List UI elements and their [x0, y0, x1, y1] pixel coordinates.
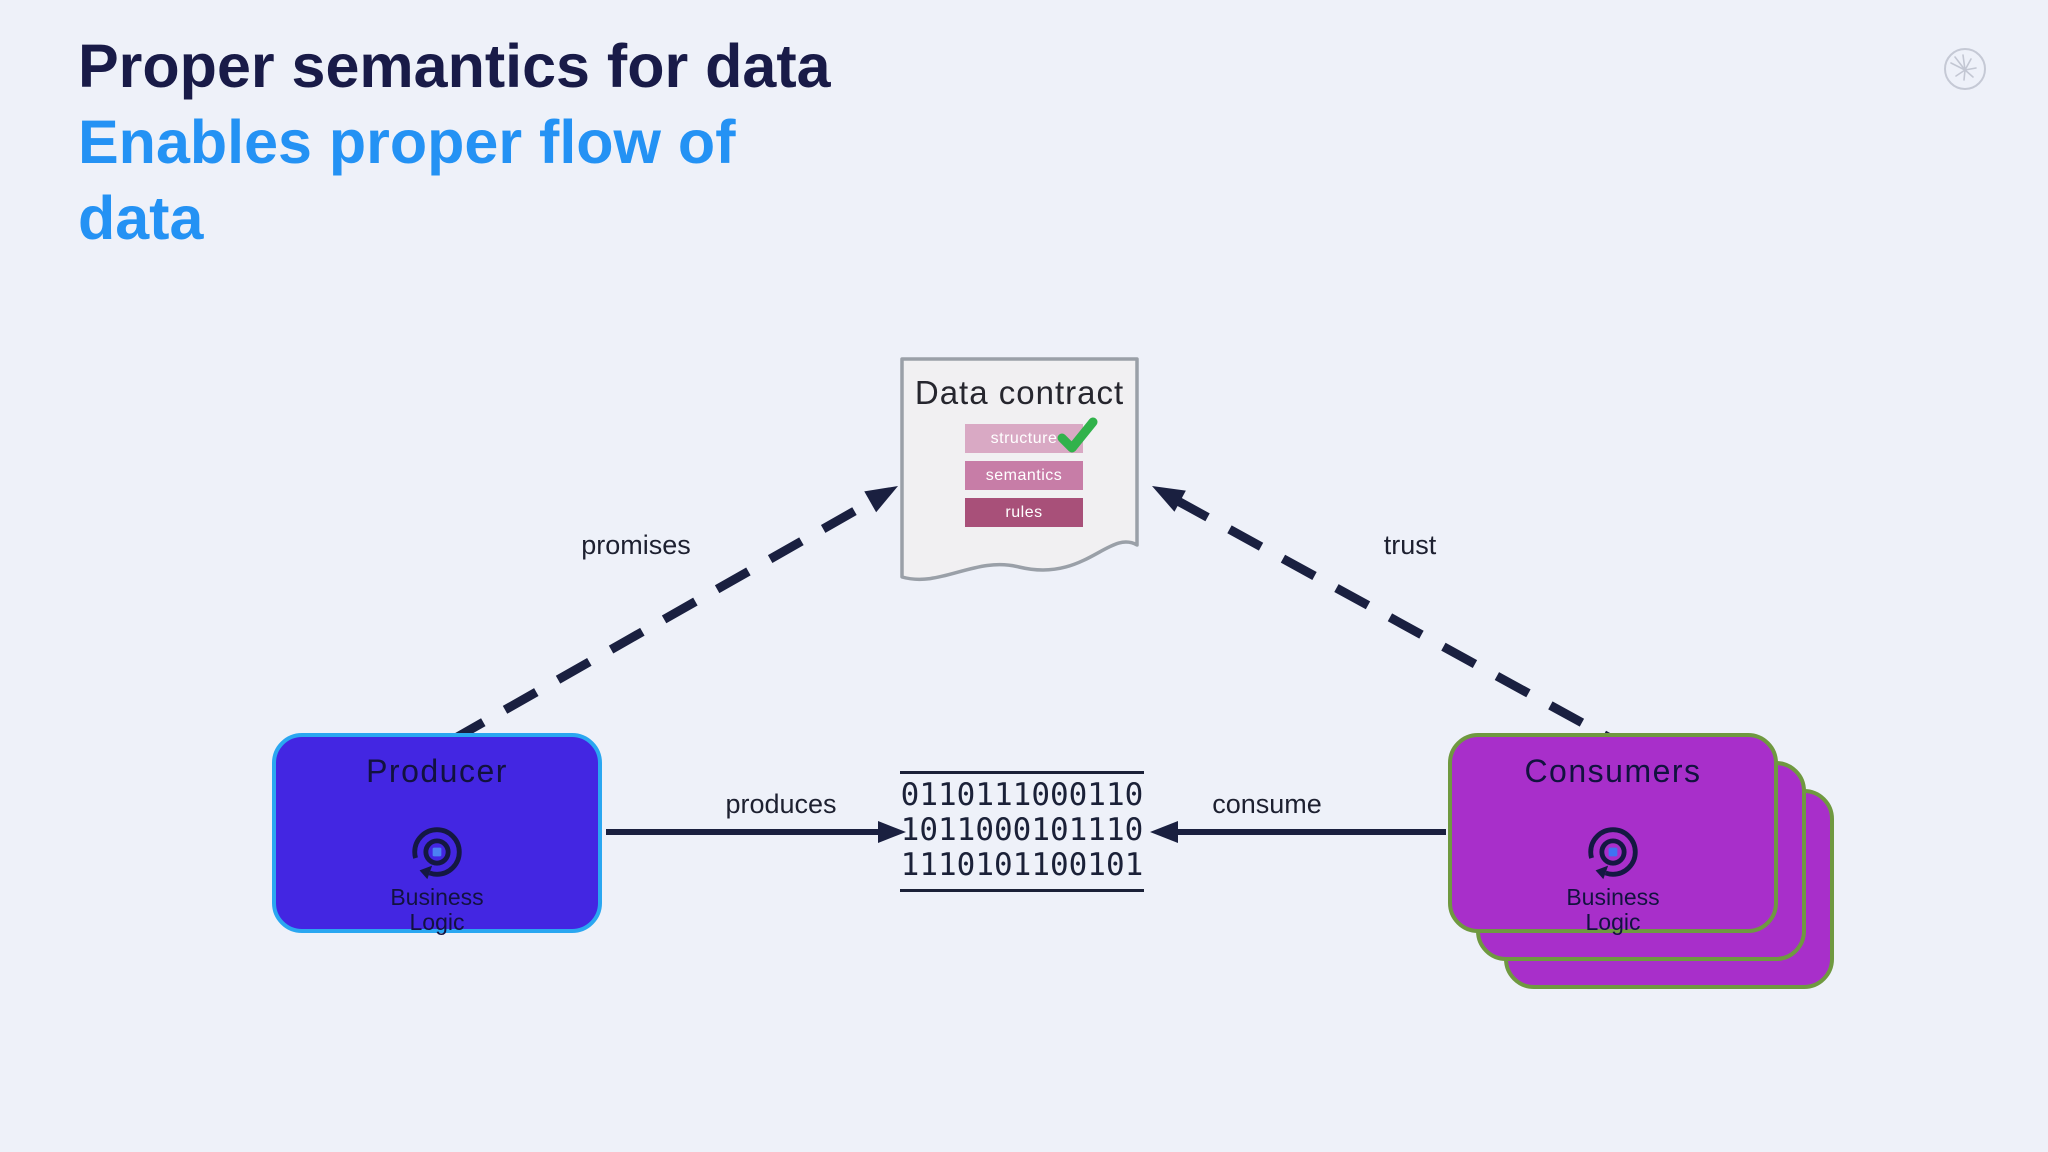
- cycle-arrows-icon: [1582, 821, 1644, 888]
- title-block: Proper semantics for data Enables proper…: [78, 28, 831, 256]
- consume-arrow: [1150, 821, 1446, 843]
- binary-data-block: 0110111000110 1011000101110 111010110010…: [900, 771, 1144, 892]
- caption-line: Logic: [409, 909, 465, 935]
- cycle-arrows-icon: [406, 821, 468, 888]
- contract-item-rules: rules: [965, 498, 1083, 527]
- caption-line: Logic: [1585, 909, 1641, 935]
- trust-label: trust: [1383, 530, 1437, 560]
- business-logic-caption: Business Logic: [1452, 885, 1774, 935]
- produces-arrow: [606, 821, 906, 843]
- binary-line: 1011000101110: [900, 812, 1144, 848]
- binary-line: 0110111000110: [900, 777, 1144, 813]
- contract-item-label: rules: [1005, 503, 1043, 521]
- page-title: Proper semantics for data: [78, 32, 831, 100]
- produces-label: produces: [725, 789, 837, 819]
- trust-arrow: [1152, 486, 1611, 741]
- consume-label: consume: [1212, 789, 1322, 819]
- binary-line: 1110101100101: [900, 847, 1144, 883]
- consumers-box: Consumers Business Logic: [1448, 733, 1778, 935]
- producer-title: Producer: [366, 753, 508, 789]
- data-contract-document: Data contract structure semantics rules: [899, 356, 1140, 594]
- contract-item-semantics: semantics: [965, 461, 1083, 490]
- consumers-title: Consumers: [1524, 753, 1702, 789]
- caption-line: Business: [390, 884, 484, 910]
- promises-label: promises: [581, 530, 691, 560]
- starburst-logo-icon: [1942, 46, 1990, 94]
- page-subtitle-line1: Enables proper flow of: [78, 108, 736, 176]
- producer-box: Producer Business Logic: [272, 733, 602, 935]
- contract-item-label: semantics: [985, 466, 1063, 484]
- business-logic-caption: Business Logic: [276, 885, 598, 935]
- contract-title: Data contract: [914, 374, 1125, 411]
- promises-arrow: [449, 486, 898, 744]
- page-subtitle-line2: data: [78, 184, 204, 252]
- caption-line: Business: [1566, 884, 1660, 910]
- contract-item-label: structure: [990, 429, 1058, 447]
- green-check-icon: [1055, 414, 1099, 463]
